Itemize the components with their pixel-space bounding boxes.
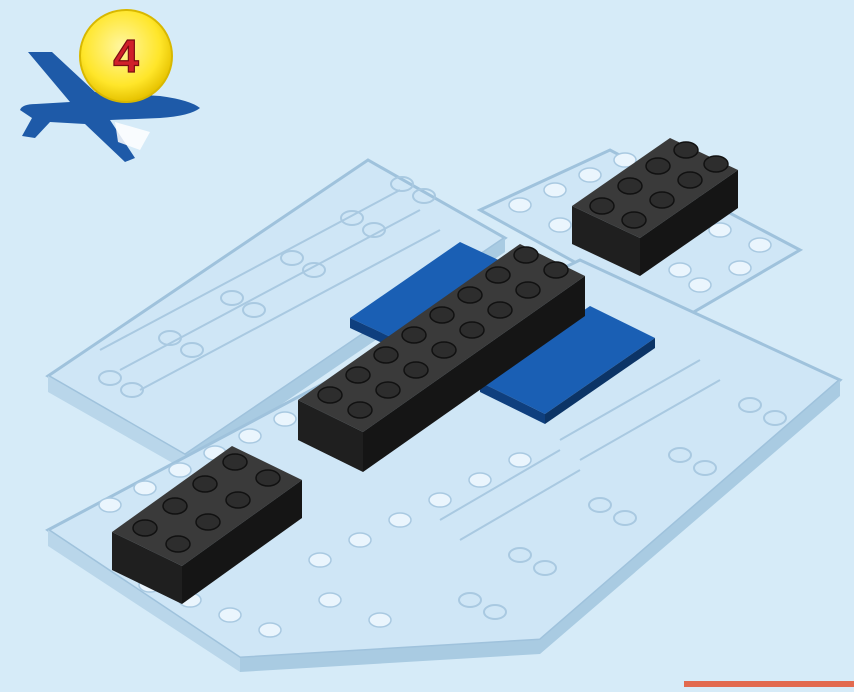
- step-number-badge: 4: [80, 10, 172, 102]
- page-edge-accent: [684, 681, 854, 687]
- step-number: 4: [113, 30, 139, 82]
